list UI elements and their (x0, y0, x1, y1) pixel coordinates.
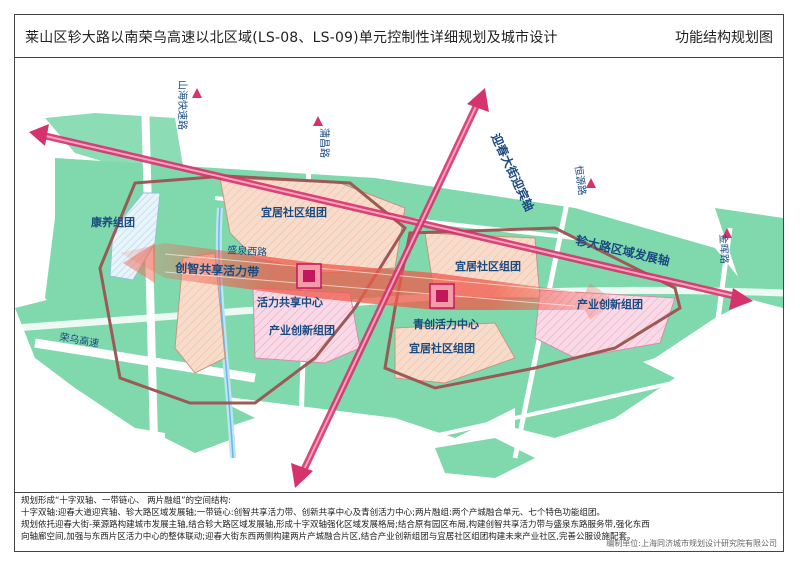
label-hengyuan-road: 恒源路 (572, 165, 589, 197)
yingchun-arrow-north (467, 88, 489, 112)
unit-boundary-ls08 (98, 174, 407, 405)
label-kangyang: 康养组团 (91, 215, 135, 229)
label-jinhui-road: 金晖路 (717, 234, 731, 264)
description-line-2: 十字双轴:迎春大道迎宾轴、轸大路区域发展轴;一带链心:创智共享活力带、创新共享中… (21, 508, 605, 518)
description-line-3: 规划依托迎春大街-莱源路构建城市发展主轴,结合轸大路区域发展轴,形成十字双轴强化… (21, 520, 650, 530)
huoli-center-marker[interactable] (296, 263, 322, 289)
label-yiju-ne: 宜居社区组团 (455, 259, 521, 273)
description-panel: 规划形成“十字双轴、一带链心、 两片融组”的空间结构: 十字双轴:迎春大道迎宾轴… (14, 492, 784, 552)
function-structure-map: 康养组团 宜居社区组团 宜居社区组团 宜居社区组团 产业创新组团 产业创新组团 … (14, 80, 784, 492)
label-yiju-se: 宜居社区组团 (409, 341, 475, 355)
credit-text: 编制单位:上海同济城市规划设计研究院有限公司 (606, 539, 777, 548)
page-title: 莱山区轸大路以南荣乌高速以北区域(LS-08、LS-09)单元控制性详细规划及城… (25, 30, 558, 46)
description-line-1: 规划形成“十字双轴、一带链心、 两片融组”的空间结构: (21, 496, 231, 506)
map-type-title: 功能结构规划图 (675, 30, 773, 46)
band-arrow-west (123, 243, 155, 283)
label-chanye-sw: 产业创新组团 (269, 323, 335, 337)
label-qingchuang-center: 青创活力中心 (413, 317, 479, 331)
label-huoli-center: 活力共享中心 (257, 295, 323, 309)
river-channel-line (218, 207, 234, 459)
yingchun-axis (291, 88, 489, 488)
header-bar: 莱山区轸大路以南荣乌高速以北区域(LS-08、LS-09)单元控制性详细规划及城… (14, 14, 784, 58)
yiju-block-se (394, 322, 516, 384)
label-shengquan-road: 盛泉西路 (227, 243, 268, 259)
unit-boundary-ls09 (383, 226, 682, 390)
zhenda-arrow-east (729, 288, 753, 310)
label-shanhai-expressway: 山海快速路 (176, 80, 189, 130)
zhenda-axis (29, 124, 753, 310)
label-puchang-road: 蒲昌路 (318, 128, 331, 158)
road-arrows (192, 88, 732, 238)
label-chanye-e: 产业创新组团 (577, 297, 643, 311)
qingchuang-center-marker[interactable] (429, 283, 455, 309)
map-canvas: 康养组团 宜居社区组团 宜居社区组团 宜居社区组团 产业创新组团 产业创新组团 … (14, 58, 784, 492)
yingchun-arrow-south (291, 463, 313, 488)
chuangzhi-band (120, 243, 615, 320)
label-chuangzhi-band: 创智共享活力带 (174, 260, 260, 279)
description-line-4: 向轴廊空间,加强与东西片区活力中心的整体联动;迎春大街东西两侧构建两片产城融合片… (21, 532, 636, 542)
label-yiju-nw: 宜居社区组团 (261, 205, 327, 219)
zhenda-arrow-west (29, 124, 49, 146)
